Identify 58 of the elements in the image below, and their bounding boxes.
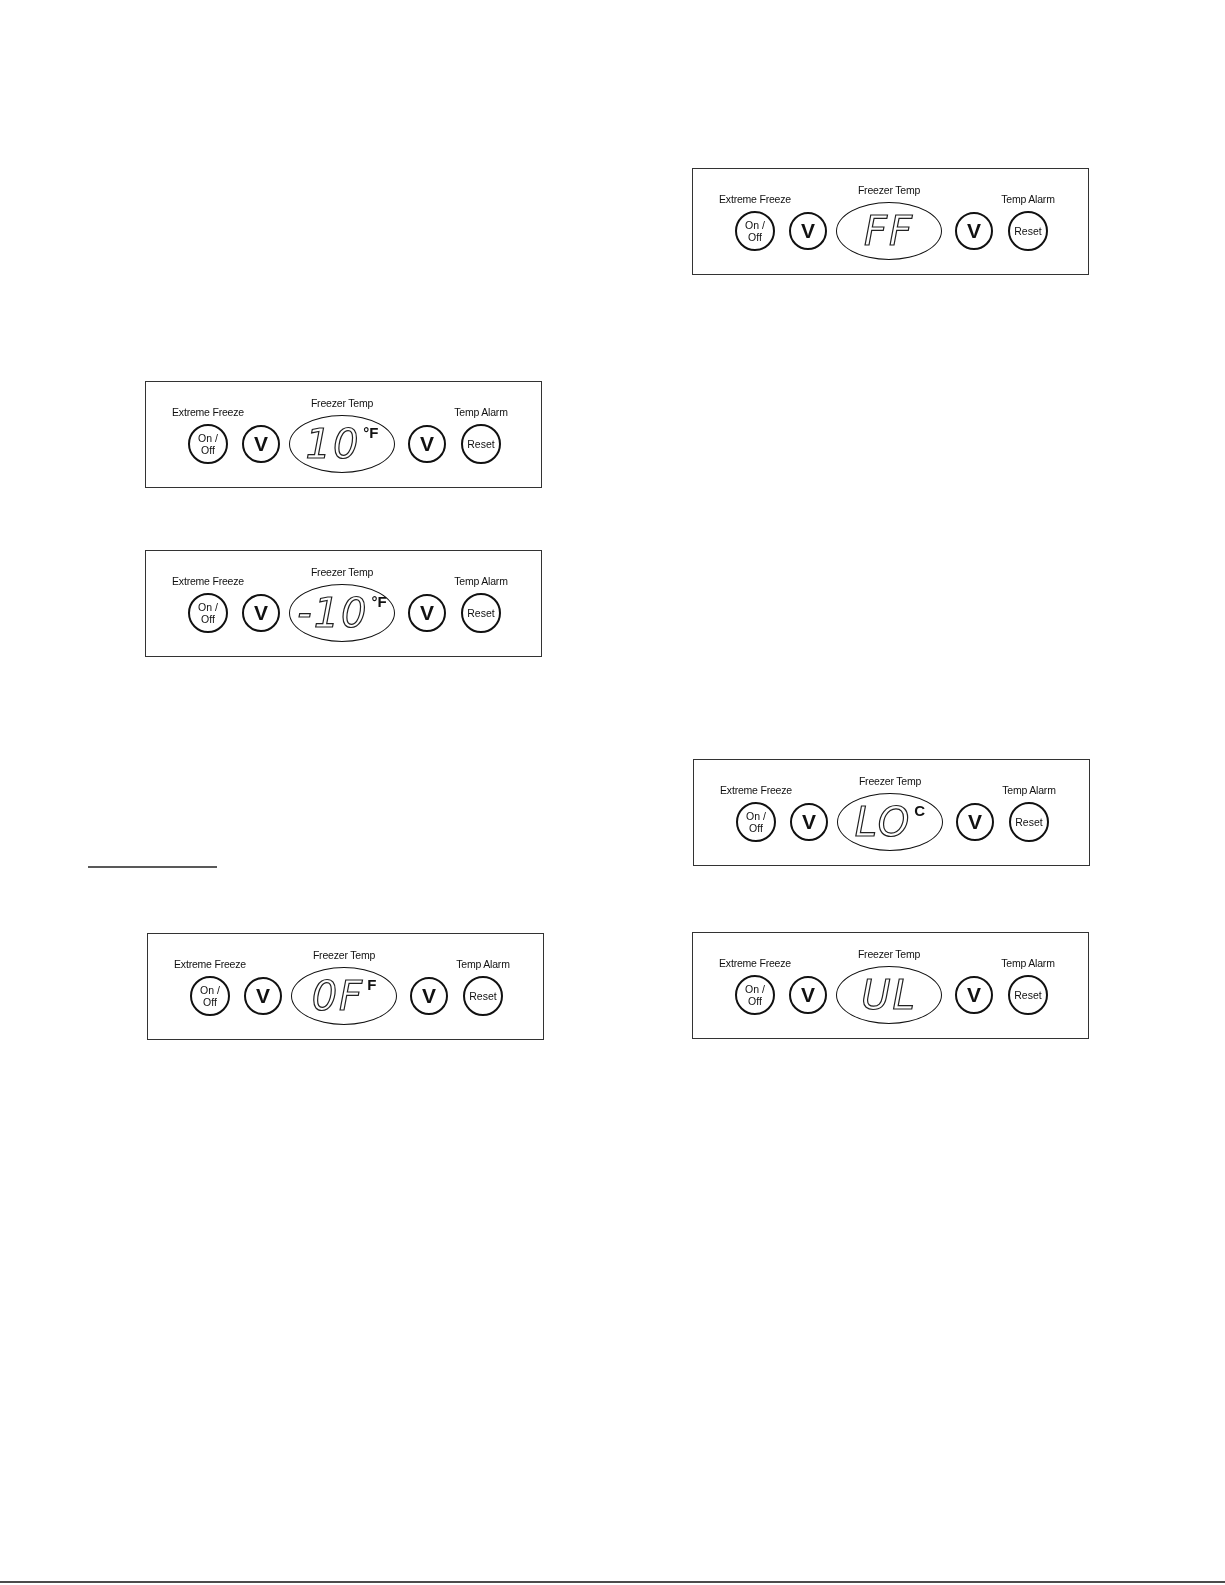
control-label: Extreme Freeze <box>174 958 246 970</box>
control-panel <box>147 933 544 1040</box>
display-unit: °F <box>363 425 379 440</box>
on-off-button: On / Off <box>735 975 775 1015</box>
control-label: Temp Alarm <box>1001 193 1055 205</box>
control-panel <box>692 932 1089 1039</box>
display-digits: 0F <box>311 976 365 1016</box>
display-unit: °F <box>371 594 387 609</box>
control-label: Extreme Freeze <box>172 575 244 587</box>
control-label: Freezer Temp <box>310 397 374 409</box>
control-label: Temp Alarm <box>1002 784 1056 796</box>
control-label: Freezer Temp <box>857 184 921 196</box>
reset-button: Reset <box>1008 975 1048 1015</box>
on-off-button: On / Off <box>188 593 228 633</box>
control-label: Freezer Temp <box>310 566 374 578</box>
display-digits: LO <box>854 802 912 842</box>
control-label: Temp Alarm <box>1001 957 1055 969</box>
control-panel <box>145 550 542 657</box>
control-label: Extreme Freeze <box>172 406 244 418</box>
reset-button: Reset <box>1008 211 1048 251</box>
control-label: Extreme Freeze <box>720 784 792 796</box>
down-button: V <box>408 594 446 632</box>
down-button: V <box>955 212 993 250</box>
control-label: Freezer Temp <box>857 948 921 960</box>
display-digits: -10 <box>297 593 369 633</box>
display-digits: 10 <box>305 424 361 464</box>
reset-button: Reset <box>1009 802 1049 842</box>
control-panel <box>145 381 542 488</box>
on-off-button: On / Off <box>188 424 228 464</box>
control-panel <box>692 168 1089 275</box>
on-off-button: On / Off <box>735 211 775 251</box>
control-label: Temp Alarm <box>454 406 508 418</box>
down-button: V <box>242 594 280 632</box>
display-digits: UL <box>861 975 917 1015</box>
on-off-button: On / Off <box>190 976 230 1016</box>
down-button: V <box>408 425 446 463</box>
down-button: V <box>789 976 827 1014</box>
reset-button: Reset <box>461 593 501 633</box>
on-off-button: On / Off <box>736 802 776 842</box>
down-button: V <box>410 977 448 1015</box>
display-digits: FF <box>864 211 914 251</box>
down-button: V <box>244 977 282 1015</box>
reset-button: Reset <box>463 976 503 1016</box>
control-panel <box>693 759 1090 866</box>
control-label: Extreme Freeze <box>719 957 791 969</box>
down-button: V <box>790 803 828 841</box>
down-button: V <box>956 803 994 841</box>
control-label: Extreme Freeze <box>719 193 791 205</box>
control-label: Freezer Temp <box>858 775 922 787</box>
down-button: V <box>955 976 993 1014</box>
down-button: V <box>789 212 827 250</box>
display-unit: F <box>367 977 377 992</box>
control-label: Temp Alarm <box>456 958 510 970</box>
control-label: Freezer Temp <box>312 949 376 961</box>
down-button: V <box>242 425 280 463</box>
control-label: Temp Alarm <box>454 575 508 587</box>
reset-button: Reset <box>461 424 501 464</box>
display-unit: C <box>914 803 926 818</box>
